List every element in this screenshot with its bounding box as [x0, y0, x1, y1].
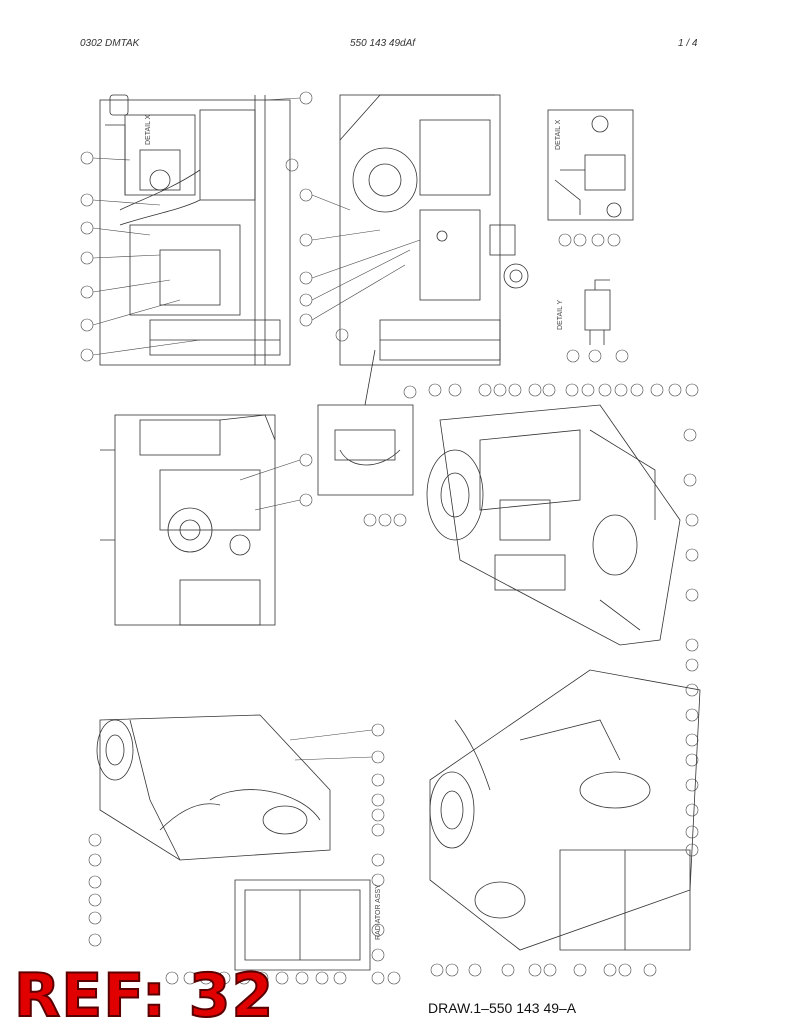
radiator-assy-label: RADIATOR ASSY — [375, 884, 382, 940]
header-center: 550 143 49dAf — [350, 38, 416, 49]
header-page-number: 1 / 4 — [678, 38, 698, 49]
detail-y-view — [584, 279, 611, 345]
engine-view-front-left — [99, 94, 291, 366]
engine-view-side-middle — [100, 414, 276, 626]
engine-view-iso-top-right — [426, 404, 681, 646]
inset-detail-view — [317, 349, 414, 496]
engine-view-iso-bottom-right — [429, 669, 701, 951]
detail-y-label: DETAIL Y — [557, 299, 564, 330]
header-left: 0302 DMTAK — [80, 38, 140, 49]
detail-x-view — [547, 109, 634, 221]
detail-x-label-right: DETAIL X — [555, 119, 562, 150]
detail-x-label: DETAIL X — [145, 114, 152, 145]
engine-view-iso-bottom-left — [96, 714, 371, 971]
drawing-number: DRAW.1–550 143 49–A — [428, 1000, 577, 1016]
callout-bubbles — [80, 91, 699, 985]
engine-view-side-center — [339, 94, 529, 366]
ref-stamp: REF: 32 — [13, 961, 275, 1031]
